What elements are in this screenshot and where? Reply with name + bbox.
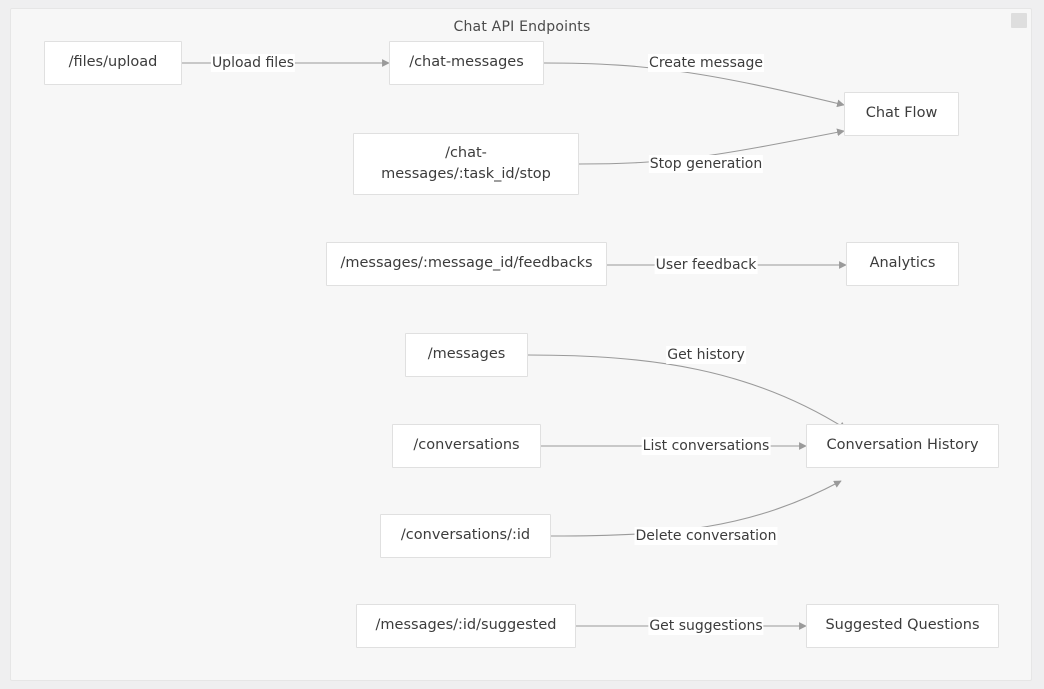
node-chat-flow[interactable]: Chat Flow (844, 92, 959, 136)
node-label: /chat-messages (409, 54, 524, 71)
edge-label-user-feedback: User feedback (654, 256, 758, 274)
node-label: /messages (427, 346, 506, 363)
node-messages-id-suggested[interactable]: /messages/:id/suggested (356, 604, 576, 648)
node-label: Analytics (869, 255, 936, 272)
edge-label-list-conversations: List conversations (641, 437, 771, 455)
node-label: Conversation History (826, 437, 979, 454)
node-suggested-questions[interactable]: Suggested Questions (806, 604, 999, 648)
node-conversations[interactable]: /conversations (392, 424, 541, 468)
node-label: /conversations (413, 437, 520, 454)
node-files-upload[interactable]: /files/upload (44, 41, 182, 85)
node-chat-messages-task-stop[interactable]: /chat-messages/:task_id/stop (353, 133, 579, 195)
node-conversations-id[interactable]: /conversations/:id (380, 514, 551, 558)
node-label: /messages/:id/suggested (375, 617, 557, 634)
scrollbar-handle[interactable] (1011, 13, 1027, 28)
edge-label-get-history: Get history (666, 346, 746, 364)
edge-label-stop-generation: Stop generation (648, 155, 764, 173)
node-label: Suggested Questions (825, 617, 980, 634)
edge-label-upload-files: Upload files (210, 54, 296, 72)
diagram-panel: Chat API Endpoints (10, 8, 1032, 681)
edge-label-get-suggestions: Get suggestions (648, 617, 764, 635)
page-title: Chat API Endpoints (453, 19, 591, 35)
node-analytics[interactable]: Analytics (846, 242, 959, 286)
node-messages[interactable]: /messages (405, 333, 528, 377)
node-label: Chat Flow (865, 105, 938, 122)
node-chat-messages[interactable]: /chat-messages (389, 41, 544, 85)
node-label: /chat-messages/:task_id/stop (381, 144, 551, 182)
node-label: /conversations/:id (400, 527, 531, 544)
node-label: /files/upload (68, 54, 158, 71)
edge-label-create-message: Create message (648, 54, 764, 72)
node-label: /messages/:message_id/feedbacks (340, 255, 593, 272)
node-conversation-history[interactable]: Conversation History (806, 424, 999, 468)
edge-get-history (527, 354, 847, 430)
edge-label-delete-conversation: Delete conversation (634, 527, 778, 545)
node-message-feedbacks[interactable]: /messages/:message_id/feedbacks (326, 242, 607, 286)
